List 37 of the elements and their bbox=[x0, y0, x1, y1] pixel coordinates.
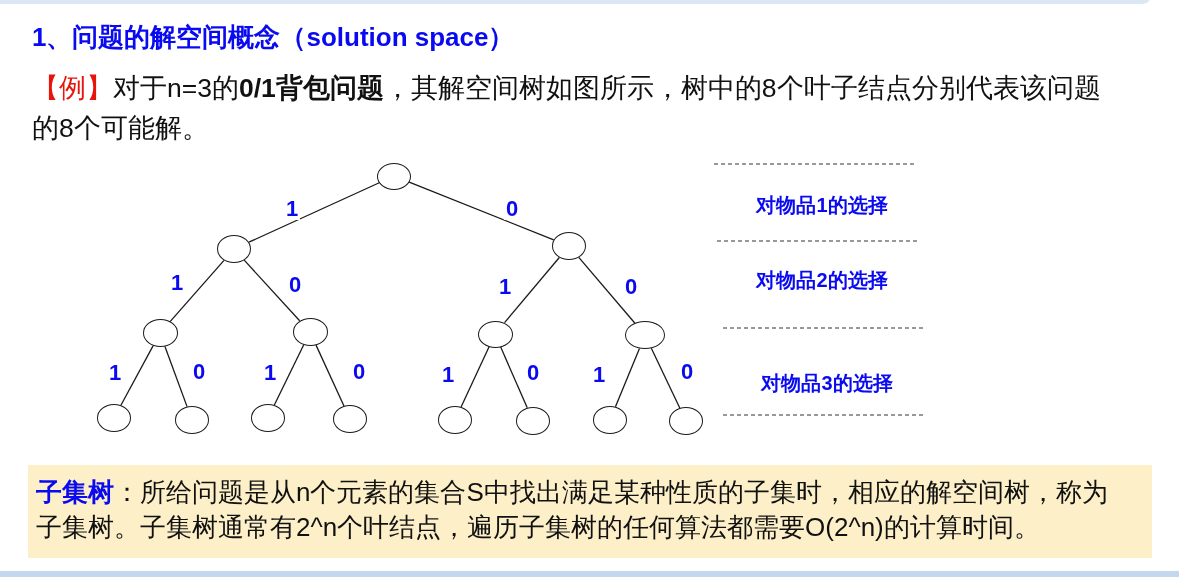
level-caption: 对物品1的选择 bbox=[756, 194, 888, 216]
tree-node bbox=[377, 162, 411, 190]
edge-label: 0 bbox=[503, 198, 521, 220]
tree-edge bbox=[460, 346, 490, 408]
tree-node bbox=[625, 321, 665, 349]
tree-edge bbox=[503, 256, 560, 324]
tree-edge bbox=[120, 345, 154, 406]
tree-edge bbox=[248, 182, 380, 243]
tree-node bbox=[438, 406, 472, 434]
level-caption: 对物品3的选择 bbox=[761, 372, 893, 394]
intro-text: 【例】对于n=3的0/1背包问题，其解空间树如图所示，树中的8个叶子结点分别代表该问题的8个可能解。 bbox=[32, 72, 1102, 145]
tree-node bbox=[552, 232, 586, 260]
tree-edge bbox=[650, 347, 681, 409]
tree-edge bbox=[315, 344, 345, 407]
tree-node bbox=[477, 320, 513, 348]
tree-node bbox=[217, 235, 251, 263]
tree-node bbox=[142, 319, 178, 347]
tree-edge bbox=[578, 256, 636, 324]
level-caption: 对物品2的选择 bbox=[756, 269, 888, 291]
tree-edge bbox=[499, 346, 528, 409]
tree-node bbox=[251, 404, 285, 432]
tree-edge bbox=[169, 259, 225, 323]
tree-node bbox=[292, 318, 328, 346]
section-title: 1、问题的解空间概念（solution space） bbox=[32, 21, 515, 53]
tree-edge bbox=[273, 344, 305, 406]
note-panel bbox=[28, 465, 1152, 558]
tree-node bbox=[593, 406, 627, 434]
tree-node bbox=[333, 405, 367, 433]
tree-edge bbox=[164, 345, 188, 408]
tree-node bbox=[516, 407, 550, 435]
tree-node bbox=[175, 406, 209, 434]
tree-edge bbox=[243, 259, 301, 322]
tree-node bbox=[97, 404, 131, 432]
tree-edge bbox=[614, 347, 641, 408]
tree-node bbox=[669, 407, 703, 435]
tree-edge bbox=[408, 181, 555, 241]
definition-text: 子集树：所给问题是从n个元素的集合S中找出满足某种性质的子集时，相应的解空间树，称为子集树。子集树通常有2^n个叶结点，遍历子集树的任何算法都需要O(2^n)的计算时间。 bbox=[35, 476, 1109, 544]
